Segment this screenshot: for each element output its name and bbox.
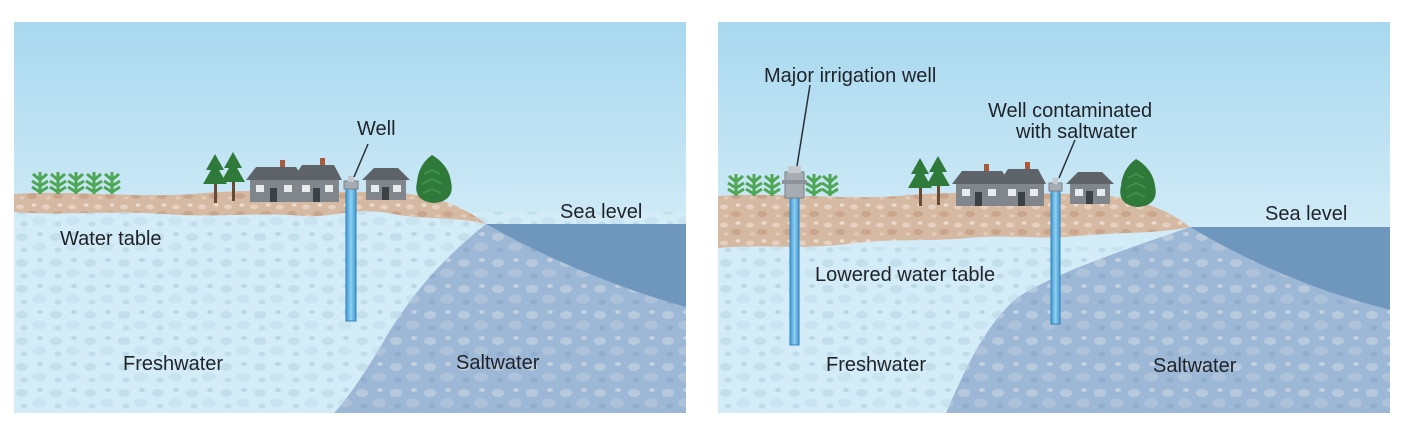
contaminated-well-label-line2: with saltwater <box>1015 121 1137 143</box>
freshwater-label: Freshwater <box>123 353 223 375</box>
panel-after: Major irrigation well Well contaminated … <box>718 22 1390 413</box>
contaminated-well-icon <box>1048 178 1063 325</box>
soil-layer <box>718 192 1190 248</box>
irrigation-leader-line <box>796 84 811 167</box>
crop-plants-icon <box>727 174 839 196</box>
crop-plants-icon <box>31 172 121 194</box>
freshwater-label: Freshwater <box>826 354 926 376</box>
bush-tree-icon <box>1120 159 1156 207</box>
irrigation-well-icon <box>782 166 807 346</box>
sea-level-label: Sea level <box>1265 203 1347 225</box>
houses-icon <box>952 162 1114 206</box>
sea-level-label: Sea level <box>560 201 642 223</box>
water-table-label: Water table <box>60 228 162 250</box>
well-leader-line <box>353 143 369 178</box>
lowered-water-table-label: Lowered water table <box>815 264 995 286</box>
saltwater-zone <box>334 224 686 413</box>
saltwater-label: Saltwater <box>456 352 540 374</box>
houses-icon <box>246 158 410 202</box>
diagram-before: Well Sea level Water table Freshwater Sa… <box>14 22 686 413</box>
pine-trees-icon <box>203 152 245 203</box>
diagram-after: Major irrigation well Well contaminated … <box>718 22 1390 413</box>
contaminated-well-label-line1: Well contaminated <box>988 100 1152 122</box>
well-label: Well <box>357 118 396 140</box>
pine-trees-icon <box>908 156 950 206</box>
sea <box>486 224 686 307</box>
irrigation-well-label: Major irrigation well <box>764 65 936 87</box>
bush-tree-icon <box>416 155 452 203</box>
saltwater-zone <box>946 227 1390 413</box>
contaminated-leader-line <box>1058 139 1076 179</box>
saltwater-label: Saltwater <box>1153 355 1237 377</box>
well-icon <box>343 176 359 322</box>
sea <box>1190 227 1390 310</box>
panel-before: Well Sea level Water table Freshwater Sa… <box>14 22 686 413</box>
